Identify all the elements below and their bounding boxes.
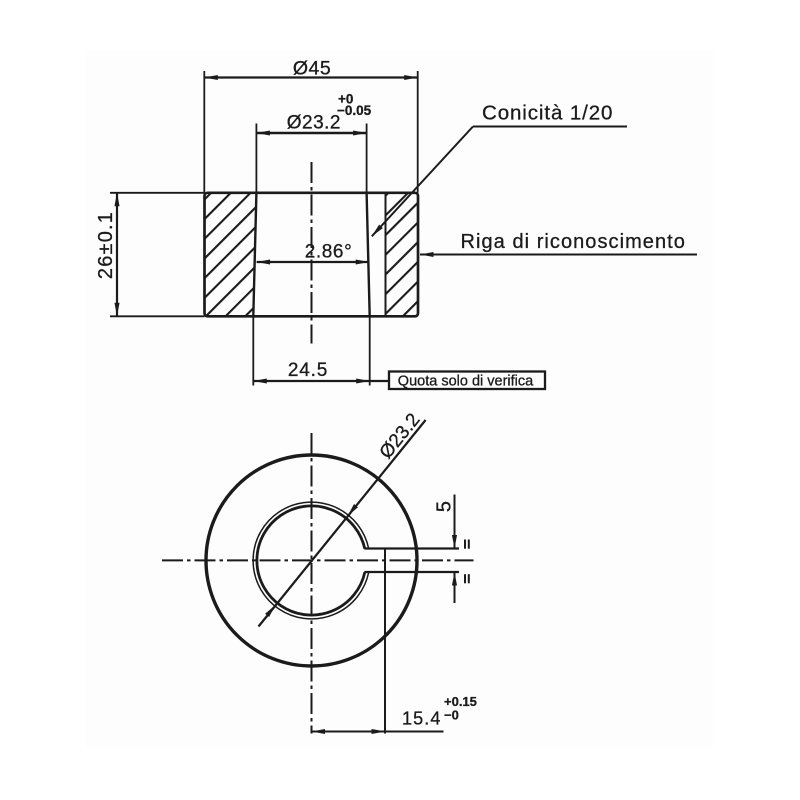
svg-text:Quota solo di verifica: Quota solo di verifica [398,374,534,390]
svg-text:Conicità 1/20: Conicità 1/20 [482,102,613,125]
svg-text:26±0.1: 26±0.1 [95,211,117,279]
svg-text:+0.15: +0.15 [444,694,477,709]
svg-text:5: 5 [434,501,456,512]
svg-text:Ø45: Ø45 [293,57,331,79]
svg-text:15.4: 15.4 [402,709,441,729]
svg-text:−0: −0 [444,708,459,723]
svg-text:24.5: 24.5 [288,360,328,381]
svg-text:Riga di riconoscimento: Riga di riconoscimento [461,231,686,253]
svg-text:−0.05: −0.05 [337,103,372,118]
svg-text:+0: +0 [338,92,353,107]
svg-text:Ø23.2: Ø23.2 [287,113,341,134]
svg-text:2.86°: 2.86° [305,242,353,263]
